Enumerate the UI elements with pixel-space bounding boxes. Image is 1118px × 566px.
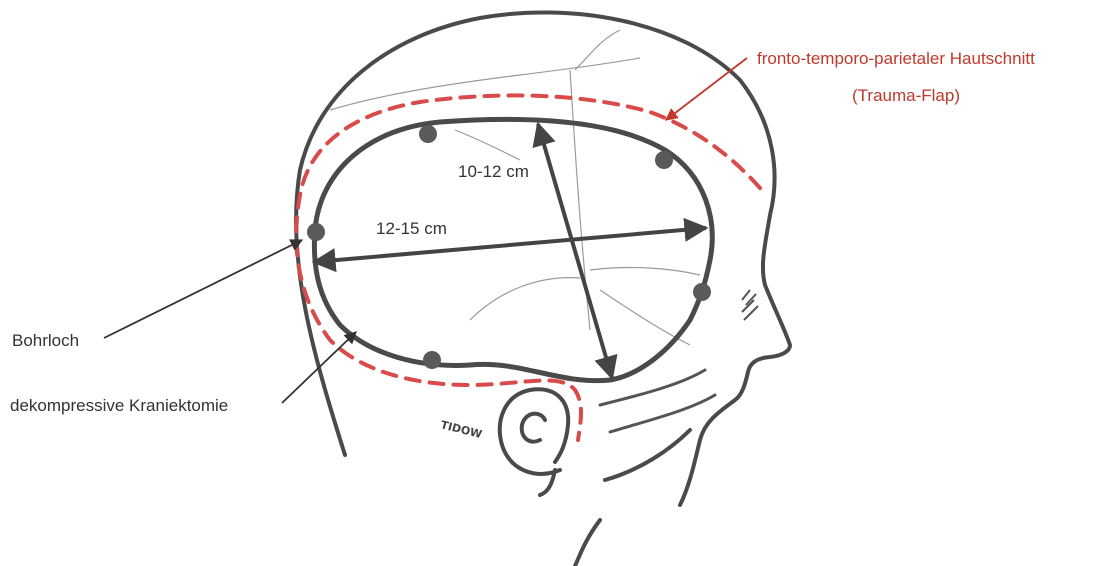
craniectomy-outline <box>314 119 712 380</box>
burr-hole-arrow <box>104 240 302 338</box>
burr-hole-dot <box>419 125 437 143</box>
burr-hole-dot <box>423 351 441 369</box>
craniectomy-arrow <box>282 332 356 403</box>
burr-hole-label: Bohrloch <box>12 331 79 350</box>
ear <box>500 389 568 495</box>
vertical-measure-label: 10-12 cm <box>458 162 529 181</box>
incision-label-arrow <box>666 58 747 120</box>
burr-hole-dot <box>693 283 711 301</box>
vertical-measure-arrow <box>538 124 612 378</box>
skull-sutures <box>330 30 700 345</box>
horizontal-measure-label: 12-15 cm <box>376 219 447 238</box>
horizontal-measure-arrow <box>314 228 706 262</box>
burr-hole-dot <box>655 151 673 169</box>
burr-hole-dot <box>307 223 325 241</box>
incision-label-line2: (Trauma-Flap) <box>852 86 960 105</box>
craniectomy-label: dekompressive Kraniektomie <box>10 396 228 415</box>
artist-signature: TIDOW <box>439 418 483 441</box>
eyebrow <box>742 290 758 320</box>
incision-label-line1: fronto-temporo-parietaler Hautschnitt <box>757 49 1035 68</box>
